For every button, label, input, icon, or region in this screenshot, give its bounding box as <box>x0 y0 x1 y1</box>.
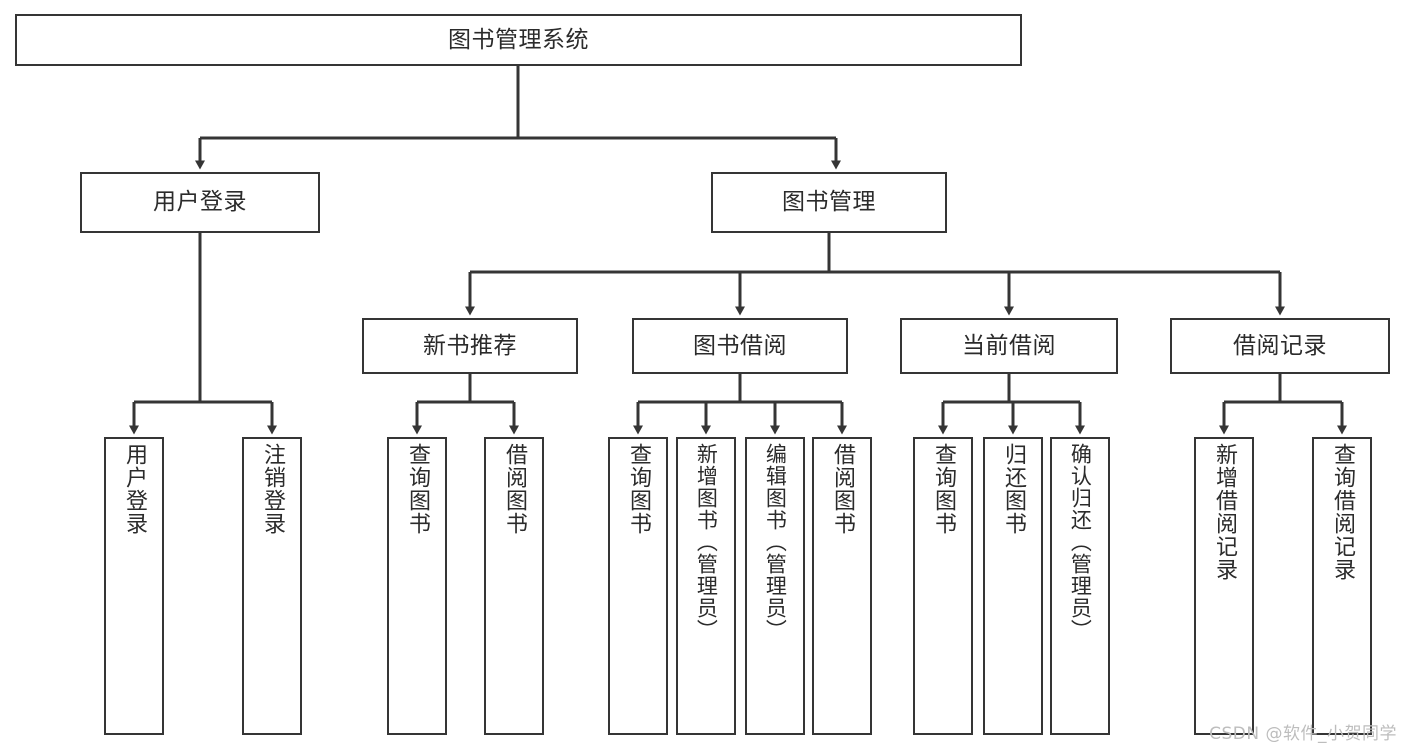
node-label: 图书借阅 <box>693 332 787 359</box>
watermark: CSDN @软件_小贺同学 <box>1209 724 1397 744</box>
leaf-borrow-borrow-book[interactable]: 借阅图书 <box>812 437 872 735</box>
leaf-borrow-add-book[interactable]: 新增图书（管理员） <box>676 437 736 735</box>
node-label: 用户登录 <box>153 189 247 215</box>
node-label: 图书管理系统 <box>448 26 589 53</box>
leaf-borrow-query-book[interactable]: 查询图书 <box>608 437 668 735</box>
node-label: 新书推荐 <box>423 332 517 359</box>
node-label: 借阅记录 <box>1233 332 1327 359</box>
leaf-user-logout[interactable]: 注销登录 <box>242 437 302 735</box>
leaf-cur-return-book[interactable]: 归还图书 <box>983 437 1043 735</box>
node-new-book-rec[interactable]: 新书推荐 <box>362 318 578 374</box>
node-label: 借阅图书 <box>829 443 855 535</box>
node-book-borrow[interactable]: 图书借阅 <box>632 318 848 374</box>
node-label: 查询借阅记录 <box>1329 443 1355 581</box>
node-label: 归还图书 <box>1000 443 1026 535</box>
leaf-rec-query-book[interactable]: 查询图书 <box>387 437 447 735</box>
leaf-rec-borrow-book[interactable]: 借阅图书 <box>484 437 544 735</box>
node-label: 查询图书 <box>930 443 956 535</box>
leaf-cur-query-book[interactable]: 查询图书 <box>913 437 973 735</box>
node-label: 图书管理 <box>782 189 876 215</box>
node-borrow-record[interactable]: 借阅记录 <box>1170 318 1390 374</box>
leaf-cur-confirm-return[interactable]: 确认归还（管理员） <box>1050 437 1110 735</box>
node-label: 查询图书 <box>404 443 430 535</box>
node-label: 新增图书（管理员） <box>694 443 719 641</box>
node-label: 查询图书 <box>625 443 651 535</box>
node-current-borrow[interactable]: 当前借阅 <box>900 318 1118 374</box>
node-book-manage[interactable]: 图书管理 <box>711 172 947 233</box>
node-label: 新增借阅记录 <box>1211 443 1237 581</box>
node-label: 用户登录 <box>121 443 147 535</box>
node-label: 借阅图书 <box>501 443 527 535</box>
leaf-rec-add-record[interactable]: 新增借阅记录 <box>1194 437 1254 735</box>
node-label: 注销登录 <box>259 443 285 535</box>
node-user-login[interactable]: 用户登录 <box>80 172 320 233</box>
leaf-rec-query-record[interactable]: 查询借阅记录 <box>1312 437 1372 735</box>
leaf-user-login[interactable]: 用户登录 <box>104 437 164 735</box>
node-root[interactable]: 图书管理系统 <box>15 14 1022 66</box>
node-label: 确认归还（管理员） <box>1068 443 1093 641</box>
leaf-borrow-edit-book[interactable]: 编辑图书（管理员） <box>745 437 805 735</box>
node-label: 当前借阅 <box>962 332 1056 359</box>
node-label: 编辑图书（管理员） <box>763 443 788 641</box>
